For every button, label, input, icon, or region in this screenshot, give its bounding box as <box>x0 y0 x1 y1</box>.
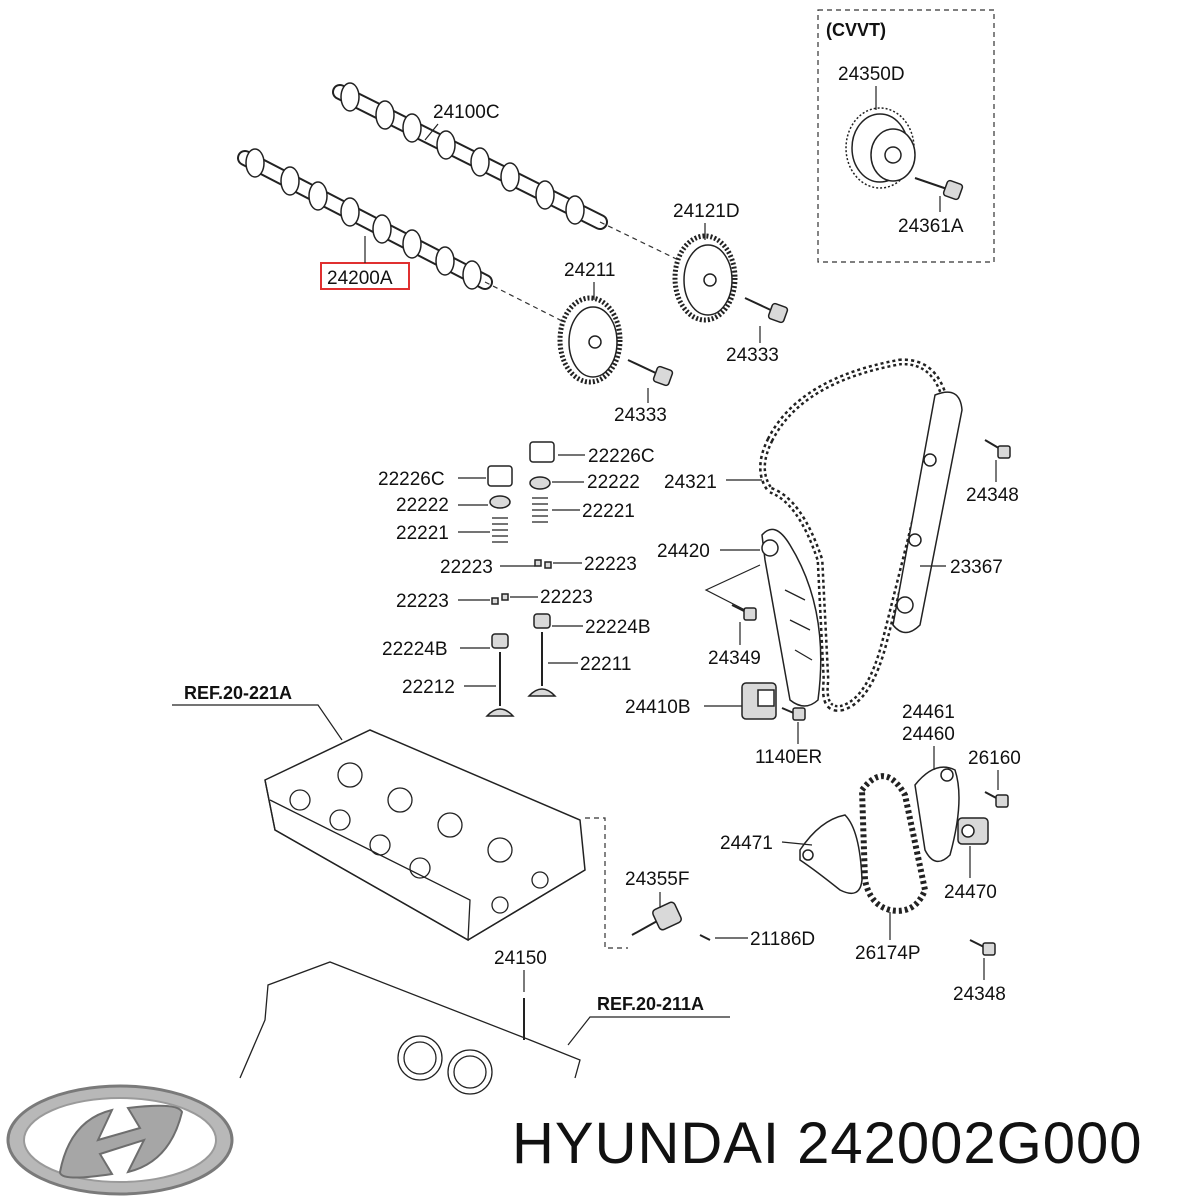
cam-bolt-upper <box>744 297 789 324</box>
part-label-24321: 24321 <box>664 472 717 493</box>
oil-pump-guide <box>799 814 863 895</box>
part-label-24200A: 24200A <box>327 268 393 289</box>
brand-part-number: HYUNDAI 242002G000 <box>512 1111 1143 1176</box>
part-label-22226C-right: 22226C <box>588 446 655 467</box>
part-label-22226C-left: 22226C <box>378 469 445 490</box>
part-label-22222-right: 22222 <box>587 472 640 493</box>
oil-pump-bolt-upper <box>984 791 1009 808</box>
part-label-24350D: 24350D <box>838 64 905 85</box>
ref-label-lower: REF.20-211A <box>597 994 704 1014</box>
part-label-24100C: 24100C <box>433 102 500 123</box>
oil-control-valve <box>631 901 711 941</box>
arm-bolt <box>731 604 757 621</box>
part-label-24333-lower: 24333 <box>614 405 667 426</box>
part-label-22223-b: 22223 <box>584 554 637 575</box>
timing-chain <box>759 358 949 712</box>
intake-cam-sprocket <box>557 295 623 385</box>
part-label-24361A: 24361A <box>898 216 964 237</box>
camshaft-exhaust <box>332 82 608 230</box>
part-label-26174P: 26174P <box>855 943 921 964</box>
part-label-22221-left: 22221 <box>396 523 449 544</box>
tensioner-bolt <box>781 707 806 721</box>
part-label-22222-left: 22222 <box>396 495 449 516</box>
part-label-24349: 24349 <box>708 648 761 669</box>
chain-guide-fixed <box>892 391 963 634</box>
part-label-22212: 22212 <box>402 677 455 698</box>
cylinder-head <box>264 729 586 942</box>
oil-pump-spring <box>957 817 989 845</box>
chain-tensioner <box>741 682 777 720</box>
part-label-22224B-left: 22224B <box>382 639 448 660</box>
part-label-24461: 24461 <box>902 702 955 723</box>
valve-components <box>485 441 557 717</box>
cvvt-title: (CVVT) <box>826 20 886 40</box>
cvvt-bolt <box>914 177 964 201</box>
part-label-22211: 22211 <box>580 654 631 675</box>
part-label-26160: 26160 <box>968 748 1021 769</box>
oil-pump-bolt-lower <box>969 939 996 956</box>
part-label-24410B: 24410B <box>625 697 691 718</box>
hyundai-logo <box>6 1084 234 1196</box>
part-label-24471: 24471 <box>720 833 773 854</box>
part-label-23367: 23367 <box>950 557 1003 578</box>
oil-pump-chain <box>858 773 929 914</box>
cvvt-sprocket <box>845 107 916 189</box>
part-label-22223-a: 22223 <box>440 557 493 578</box>
part-label-22223-d: 22223 <box>540 587 593 608</box>
cam-bolt-lower <box>627 359 674 387</box>
chain-tensioner-arm <box>761 528 822 707</box>
part-label-24470: 24470 <box>944 882 997 903</box>
part-label-24355F: 24355F <box>625 869 689 890</box>
part-label-1140ER: 1140ER <box>755 747 822 768</box>
part-label-24348-lower: 24348 <box>953 984 1006 1005</box>
part-label-24121D: 24121D <box>673 201 740 222</box>
cvvt-box <box>817 9 995 263</box>
part-label-22224B-right: 22224B <box>585 617 651 638</box>
ref-label-upper: REF.20-221A <box>184 683 292 703</box>
part-label-22221-right: 22221 <box>582 501 635 522</box>
part-label-24333-upper: 24333 <box>726 345 779 366</box>
part-label-22223-c: 22223 <box>396 591 449 612</box>
guide-bolt-upper <box>984 439 1011 459</box>
exhaust-cam-sprocket <box>672 233 738 323</box>
part-label-21186D: 21186D <box>750 929 815 950</box>
part-label-24420: 24420 <box>657 541 710 562</box>
oil-pump-tensioner <box>914 766 960 863</box>
part-label-24460: 24460 <box>902 724 955 745</box>
cylinder-block <box>239 961 581 1095</box>
part-label-24211: 24211 <box>564 260 615 281</box>
camshaft-intake <box>237 148 493 290</box>
part-label-24150: 24150 <box>494 948 547 969</box>
part-label-24348-upper: 24348 <box>966 485 1019 506</box>
